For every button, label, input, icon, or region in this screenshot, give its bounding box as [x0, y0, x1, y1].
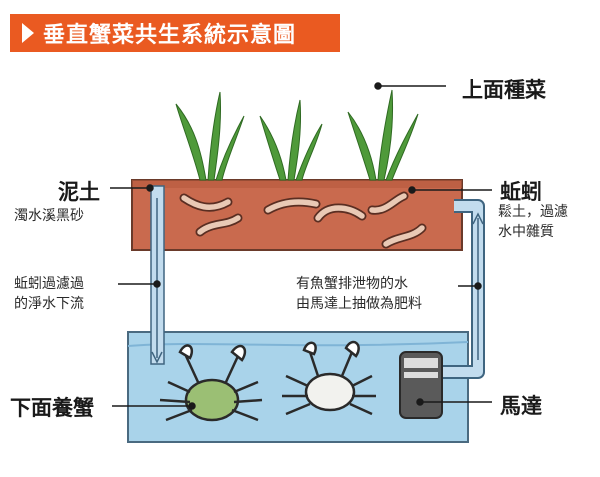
- play-arrow-icon: [22, 23, 34, 43]
- drain-pipe: [150, 185, 165, 365]
- title-banner: 垂直蟹菜共生系統示意圖: [10, 14, 340, 52]
- crab-icon-right: [282, 340, 376, 416]
- vegetable-icon: [175, 89, 419, 181]
- crabs-label: 下面養蟹: [10, 396, 94, 420]
- diagram-title: 垂直蟹菜共生系統示意圖: [43, 23, 297, 48]
- motor-label: 馬達: [500, 394, 542, 418]
- soil-bed: [131, 179, 463, 251]
- leader-lines: [110, 82, 492, 410]
- motor-icon: [399, 351, 443, 419]
- soil-label: 泥土: [58, 180, 100, 204]
- vegetables-label: 上面種菜: [462, 78, 546, 102]
- earthworm-label: 蚯蚓: [500, 180, 542, 204]
- earthworm-description: 鬆土，過濾 水中雜質: [498, 204, 568, 240]
- crab-icon-left: [159, 344, 263, 422]
- filter-flow-note: 蚯蚓過濾過 的淨水下流: [14, 276, 84, 312]
- soil-description: 濁水溪黑砂: [14, 208, 84, 224]
- fertilizer-flow-note: 有魚蟹排泄物的水 由馬達上抽做為肥料: [296, 276, 422, 312]
